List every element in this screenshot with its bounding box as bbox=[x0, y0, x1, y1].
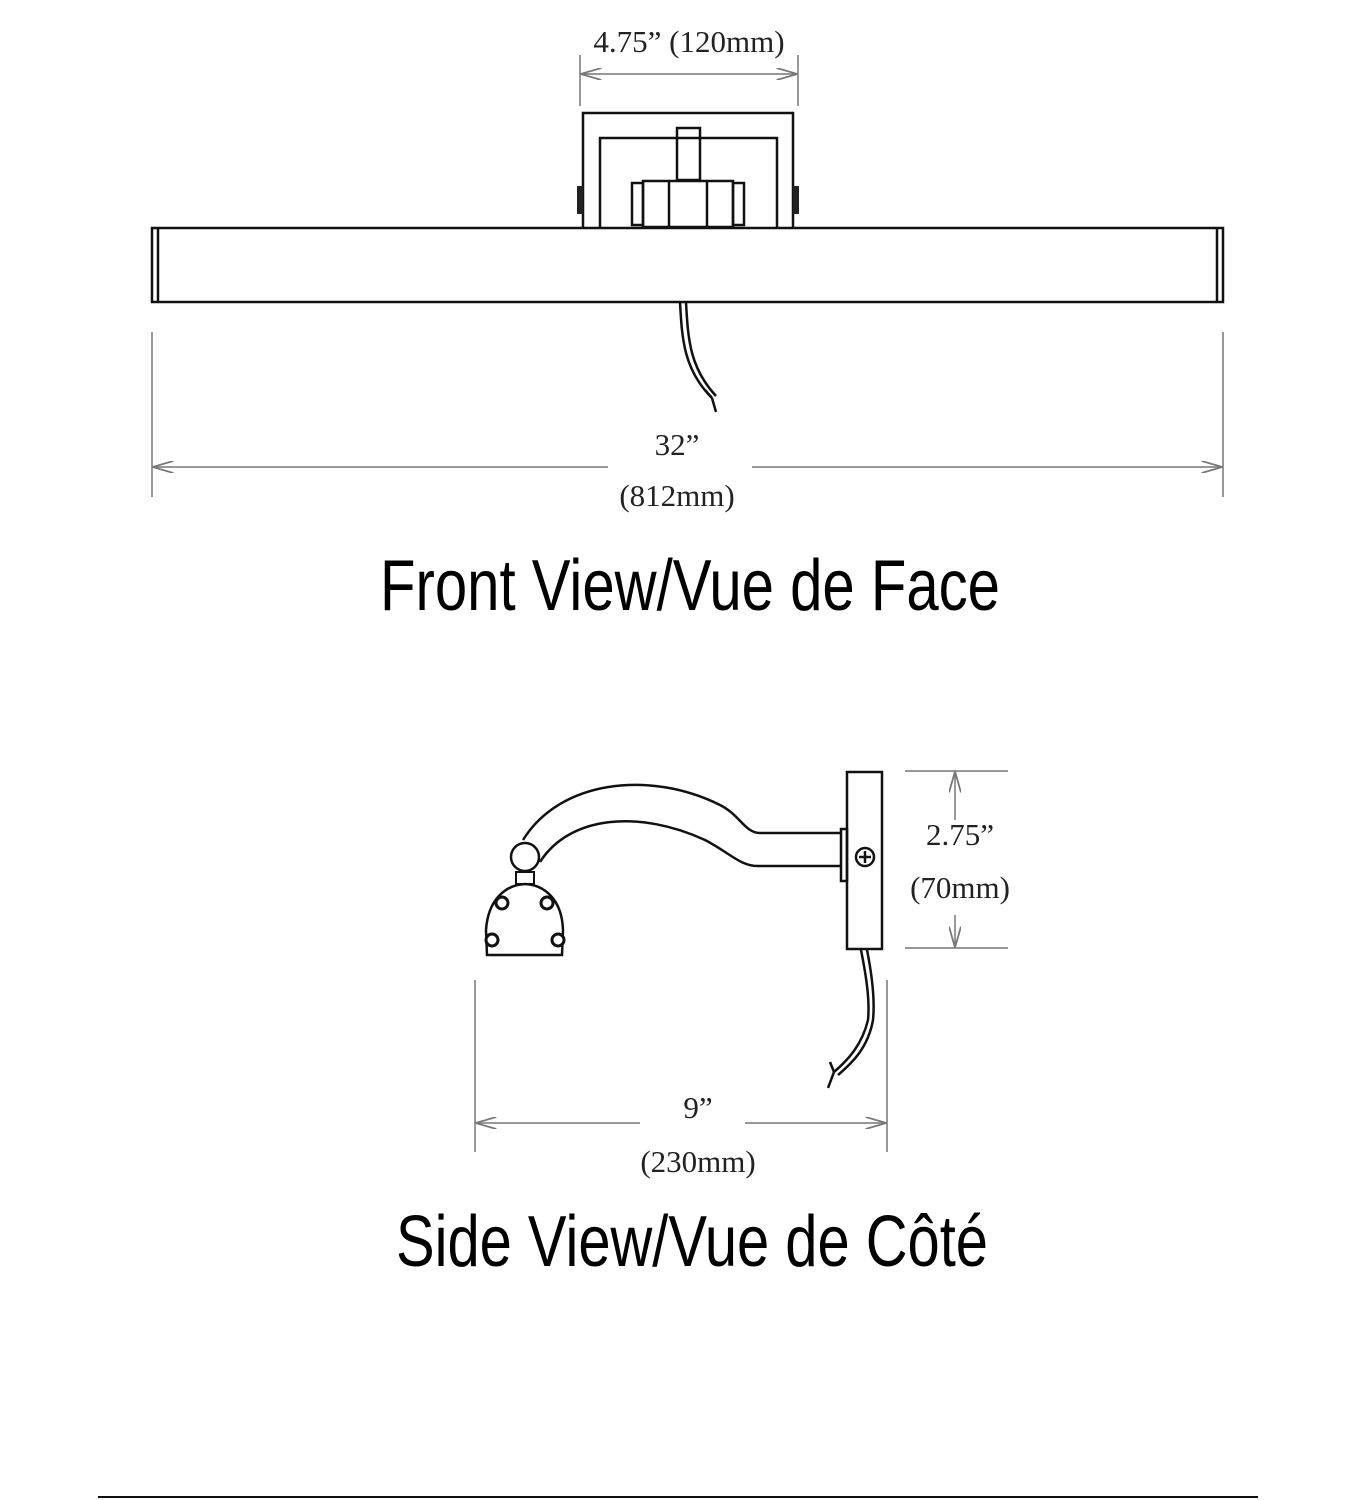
arm-top bbox=[521, 783, 842, 841]
plate-height-mm-label: (70mm) bbox=[910, 870, 1010, 905]
arm-bottom bbox=[538, 819, 842, 868]
swivel-knuckle bbox=[641, 179, 735, 229]
front-view-lamp bbox=[150, 111, 1225, 413]
bracket-width-label: 4.75” (120mm) bbox=[593, 24, 784, 59]
side-power-cord bbox=[833, 949, 870, 1073]
plate-screw bbox=[854, 846, 876, 868]
depth-mm-label: (230mm) bbox=[640, 1144, 755, 1179]
wall-bracket-outer bbox=[581, 111, 795, 228]
power-cord bbox=[678, 301, 713, 399]
depth-inches-label: 9” bbox=[683, 1090, 712, 1125]
bracket-post bbox=[675, 126, 702, 182]
plate-height-inches-label: 2.75” bbox=[926, 817, 994, 852]
front-dimensions: 4.75” (120mm) 32” (812mm) bbox=[151, 24, 1224, 513]
side-dimensions: 2.75” (70mm) 9” (230mm) bbox=[474, 770, 1010, 1179]
side-view-lamp bbox=[484, 770, 884, 1089]
front-view-title: Front View/Vue de Face bbox=[380, 546, 1000, 626]
wall-bracket-inner bbox=[598, 136, 779, 228]
swivel-ball bbox=[509, 841, 541, 873]
length-mm-label: (812mm) bbox=[619, 478, 734, 513]
side-screw-left bbox=[577, 186, 583, 214]
side-screw-right bbox=[793, 186, 799, 214]
length-inches-label: 32” bbox=[655, 427, 700, 462]
lamp-bar bbox=[150, 226, 1225, 304]
side-view-title: Side View/Vue de Côté bbox=[396, 1202, 988, 1282]
